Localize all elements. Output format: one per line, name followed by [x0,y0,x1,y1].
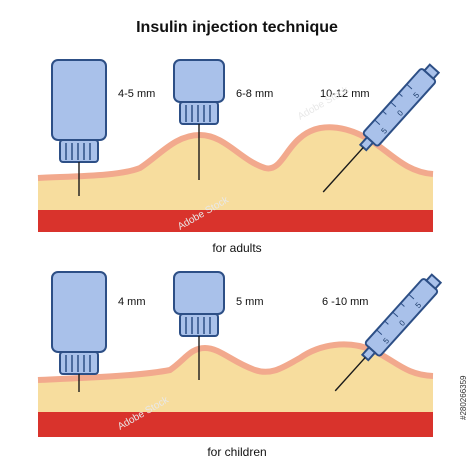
caption-adults: for adults [212,241,261,255]
syringe-1: 5 0 5 [322,63,441,193]
syringe-2: 5 0 5 [334,273,443,392]
caption-children: for children [207,445,266,459]
muscle-layer [38,210,433,232]
pen-injector-2 [173,59,225,180]
pen-injector-1 [51,59,107,196]
diagram-title: Insulin injection technique [136,19,338,36]
depth-label-adult-2: 6-8 mm [236,88,273,100]
panel-adults: 5 0 5 4-5 mm 6-8 mm 10-12 mm for adults [37,59,441,255]
fat-layer [38,344,433,412]
syringe-scale-2: 0 [397,318,407,328]
depth-label-child-3: 6 -10 mm [322,296,368,308]
syringe-scale-3: 5 [411,90,421,100]
syringe-scale-1: 5 [381,336,391,346]
depth-label-child-1: 4 mm [118,296,146,308]
muscle-layer [38,412,433,437]
stock-id: #280266359 [459,375,468,420]
pen-injector-3 [51,271,107,392]
fat-layer [38,127,433,210]
depth-label-adult-1: 4-5 mm [118,88,155,100]
syringe-scale-1: 5 [379,126,389,136]
syringe-scale-2: 0 [395,108,405,118]
pen-injector-4 [173,271,225,380]
depth-label-adult-3: 10-12 mm [320,88,370,100]
syringe-scale-3: 5 [413,300,423,310]
depth-label-child-2: 5 mm [236,296,264,308]
panel-children: 5 0 5 4 mm 5 mm 6 -10 mm for children [37,271,443,459]
